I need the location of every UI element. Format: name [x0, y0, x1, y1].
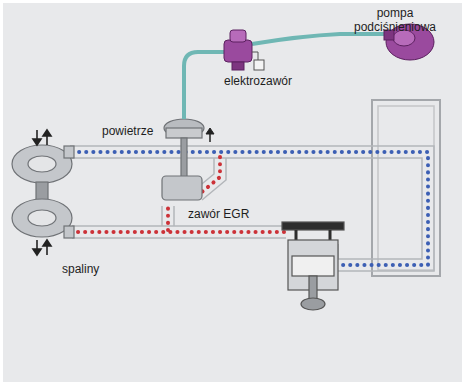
panel-ground — [3, 3, 462, 382]
vacuum-hose — [252, 34, 388, 44]
part-label: pompa podciśnieniowa — [343, 6, 447, 34]
turbo-flow-arrows — [33, 130, 51, 255]
actuator-arrow — [206, 128, 214, 142]
electric-connector — [252, 52, 264, 70]
part-label: elektrozawór — [222, 74, 294, 88]
air-pipe — [70, 146, 434, 271]
part-label: spaliny — [60, 262, 101, 276]
exhaust-flow-dots — [74, 230, 284, 234]
engine-cylinder — [282, 222, 344, 310]
solenoid-valve — [224, 30, 252, 70]
air-flow-dots — [72, 152, 428, 265]
part-label: zawór EGR — [186, 207, 251, 221]
part-label: powietrze — [100, 124, 155, 138]
egr-valve — [162, 119, 204, 200]
vacuum-hose — [184, 52, 226, 119]
exhaust-pipe — [72, 158, 286, 238]
turbocharger — [12, 145, 74, 238]
